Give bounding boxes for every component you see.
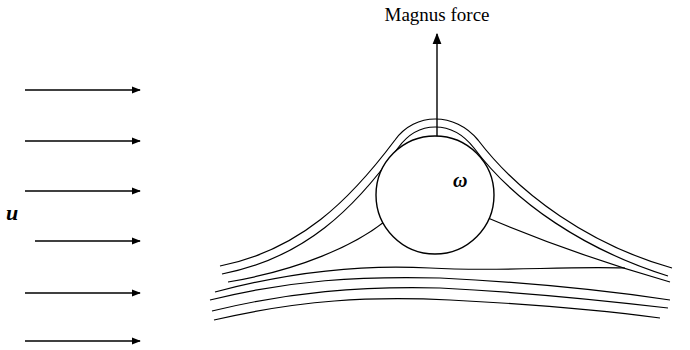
- cylinder-node: ω: [375, 135, 495, 255]
- omega-symbol: ω: [453, 169, 467, 192]
- flow-arrows: [25, 90, 140, 341]
- streamlines: [210, 119, 672, 320]
- cylinder-outline: [375, 135, 495, 255]
- force-label: Magnus force: [385, 4, 490, 26]
- velocity-label: u: [6, 200, 18, 226]
